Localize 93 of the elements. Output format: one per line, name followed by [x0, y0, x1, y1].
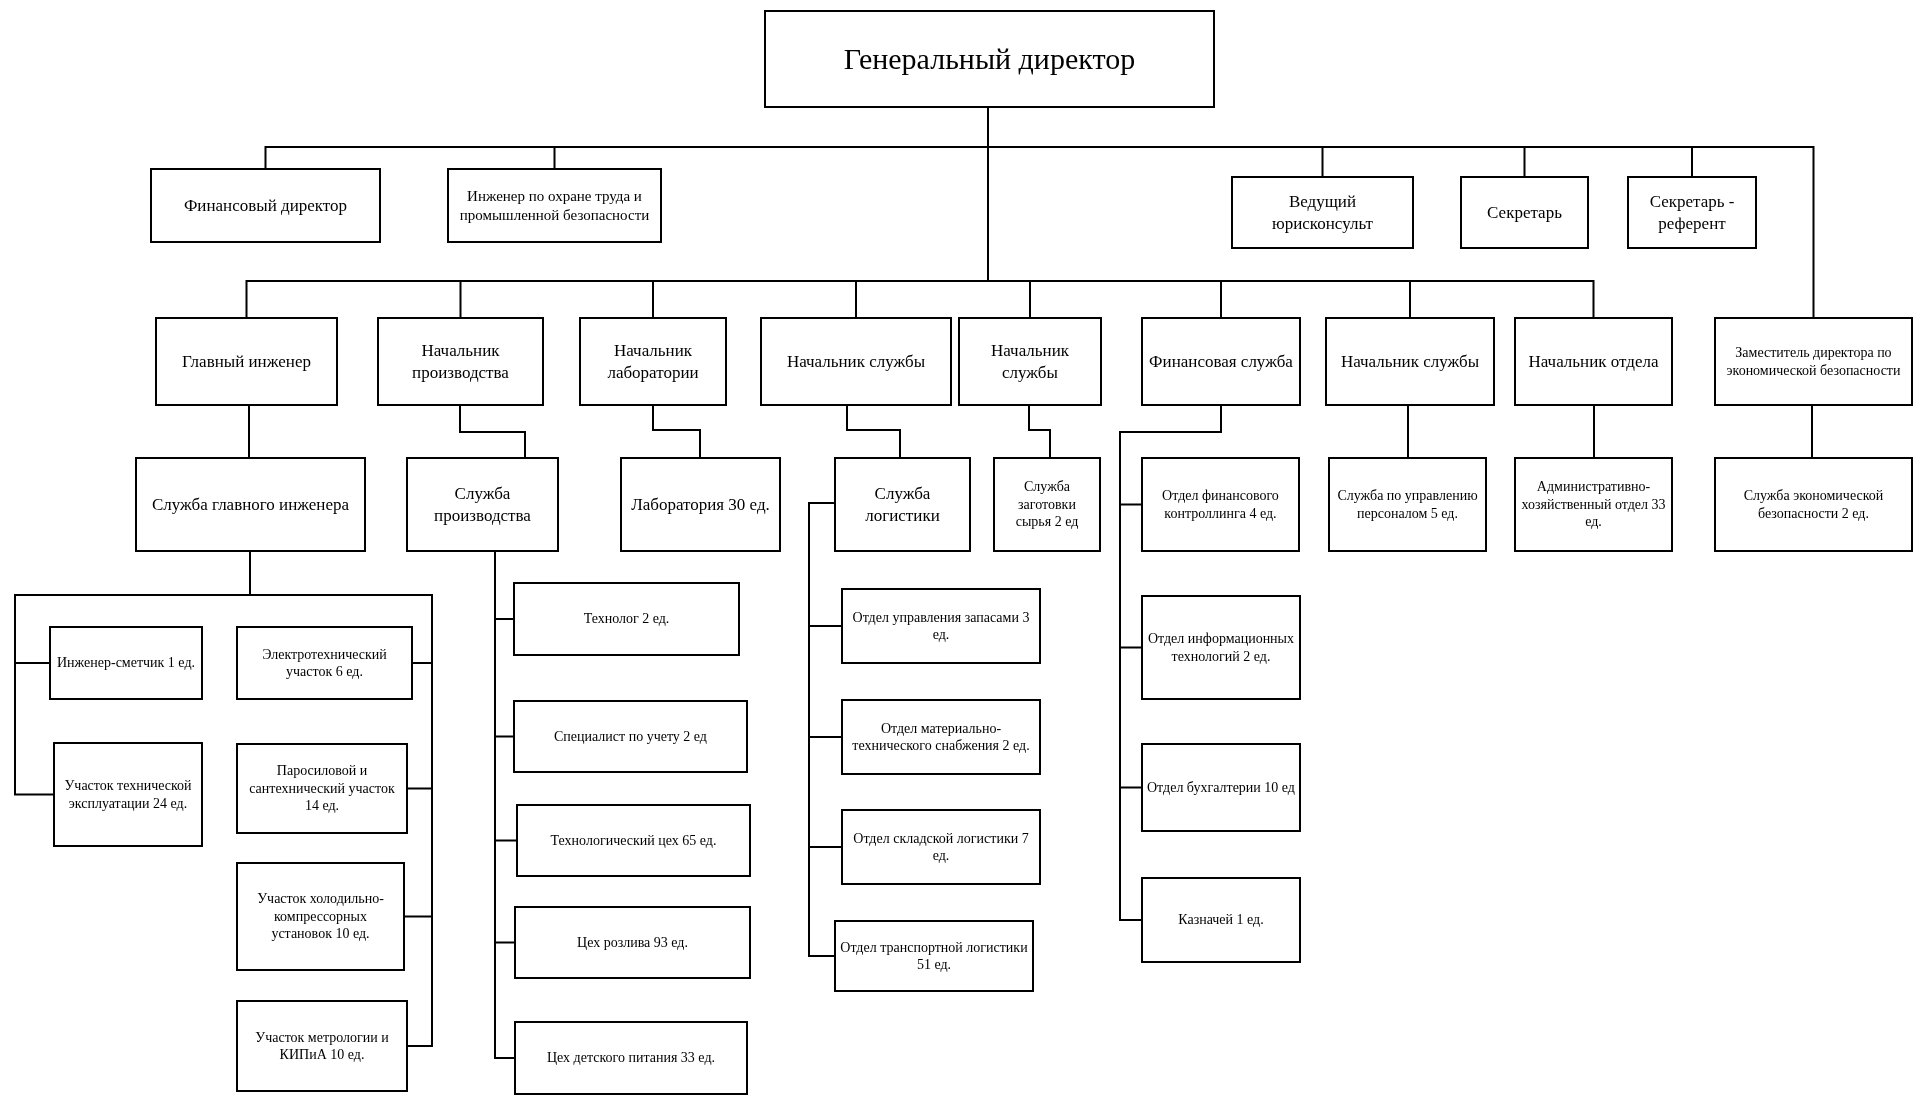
position-title: Генеральный директор: [843, 41, 1136, 78]
org-box: [1514, 317, 1673, 406]
org-box: [236, 626, 413, 700]
org-box: [1231, 176, 1414, 249]
org-box: [1328, 457, 1487, 552]
org-box: [841, 699, 1041, 775]
org-box: [53, 742, 203, 847]
position-title: Заместитель директора по экономической безопасности: [1725, 344, 1902, 379]
position-title: Служба экономической безопасности 2 ед.: [1742, 487, 1885, 522]
position-title: Служба по управлению персоналом 5 ед.: [1336, 487, 1479, 522]
connector-line: [459, 405, 526, 458]
org-box: [958, 317, 1102, 406]
org-box: [49, 626, 203, 700]
org-box: [135, 457, 366, 552]
position-title: Отдел складской логистики 7 ед.: [852, 829, 1030, 865]
position-title: Отдел материально-технического снабжения 2 ед.: [851, 719, 1031, 755]
position-title: Служба логистики: [864, 483, 941, 526]
position-title: Административно-хозяйственный отдел 33 ед.: [1520, 478, 1667, 531]
position-title: Начальник лаборатории: [606, 340, 700, 383]
org-box: [993, 457, 1101, 552]
position-title: Лаборатория 30 ед.: [631, 493, 770, 516]
position-title: Секретарь: [1487, 201, 1562, 224]
org-box: [1141, 317, 1301, 406]
org-box: [377, 317, 544, 406]
org-box: [514, 906, 751, 979]
org-box: [514, 1021, 748, 1095]
org-box: [764, 10, 1215, 108]
position-title: Начальник производства: [411, 340, 510, 383]
org-box: [841, 809, 1041, 885]
position-title: Финансовая служба: [1149, 350, 1293, 373]
org-box: [1141, 595, 1301, 700]
connector-line: [1028, 405, 1051, 458]
position-title: Главный инженер: [182, 350, 311, 373]
position-title: Служба главного инженера: [151, 493, 350, 516]
org-box: [1460, 176, 1589, 249]
position-title: Отдел транспортной логистики 51 ед.: [840, 938, 1028, 974]
org-box: [1514, 457, 1673, 552]
org-box: [150, 168, 381, 243]
position-title: Специалист по учету 2 ед: [554, 727, 707, 746]
org-box: [579, 317, 727, 406]
position-title: Казначей 1 ед.: [1178, 911, 1264, 929]
position-title: Начальник службы: [786, 350, 926, 373]
connector-line: [652, 405, 701, 458]
position-title: Технолог 2 ед.: [583, 610, 670, 628]
position-title: Участок холодильно-компрессорных установок 10 ед.: [256, 890, 385, 943]
position-title: Служба производства: [433, 483, 532, 526]
position-title: Участок технической эксплуатации 24 ед.: [63, 777, 193, 812]
org-box: [1141, 743, 1301, 832]
position-title: Начальник службы: [989, 340, 1071, 383]
position-title: Электротехнический участок 6 ед.: [261, 645, 388, 681]
position-title: Финансовый директор: [183, 194, 348, 217]
position-title: Начальник службы: [1340, 350, 1480, 373]
connector-line: [846, 405, 901, 458]
org-box: [236, 862, 405, 971]
org-box: [236, 1000, 408, 1092]
org-box: [513, 582, 740, 656]
position-title: Служба заготовки сырья 2 ед: [1014, 478, 1080, 531]
position-title: Отдел информационных технологий 2 ед.: [1147, 630, 1295, 665]
org-box: [406, 457, 559, 552]
position-title: Секретарь - референт: [1648, 191, 1736, 234]
position-title: Инженер-сметчик 1 ед.: [56, 654, 196, 672]
position-title: Ведущий юрисконсульт: [1271, 191, 1374, 234]
org-box: [834, 457, 971, 552]
org-box: [513, 700, 748, 773]
org-box: [155, 317, 338, 406]
position-title: Начальник отдела: [1528, 350, 1659, 373]
connector-line: [1811, 405, 1813, 458]
org-box: [447, 168, 662, 243]
org-box: [620, 457, 781, 552]
position-title: Отдел бухгалтерии 10 ед: [1147, 778, 1295, 797]
connector-line: [1407, 405, 1409, 458]
connector-line: [248, 405, 250, 458]
position-title: Цех детского питания 33 ед.: [547, 1049, 715, 1067]
connector-line: [1593, 405, 1595, 458]
org-box: [1141, 457, 1300, 552]
org-box: [760, 317, 952, 406]
position-title: Отдел управления запасами 3 ед.: [851, 608, 1031, 644]
position-title: Участок метрологии и КИПиА 10 ед.: [254, 1028, 390, 1064]
org-box: [1714, 457, 1913, 552]
position-title: Отдел финансового контроллинга 4 ед.: [1161, 487, 1280, 522]
org-box: [1714, 317, 1913, 406]
position-title: Инженер по охране труда и промышленной безопасности: [458, 186, 651, 225]
org-box: [1325, 317, 1495, 406]
position-title: Технологический цех 65 ед.: [550, 831, 717, 850]
org-box: [516, 804, 751, 877]
org-box: [1141, 877, 1301, 963]
org-box: [841, 588, 1041, 664]
org-box: [834, 920, 1034, 992]
position-title: Паросиловой и сантехнический участок 14 ед.: [248, 762, 396, 815]
position-title: Цех розлива 93 ед.: [577, 933, 688, 952]
org-box: [1627, 176, 1757, 249]
connector-line: [808, 502, 835, 957]
org-box: [236, 743, 408, 834]
